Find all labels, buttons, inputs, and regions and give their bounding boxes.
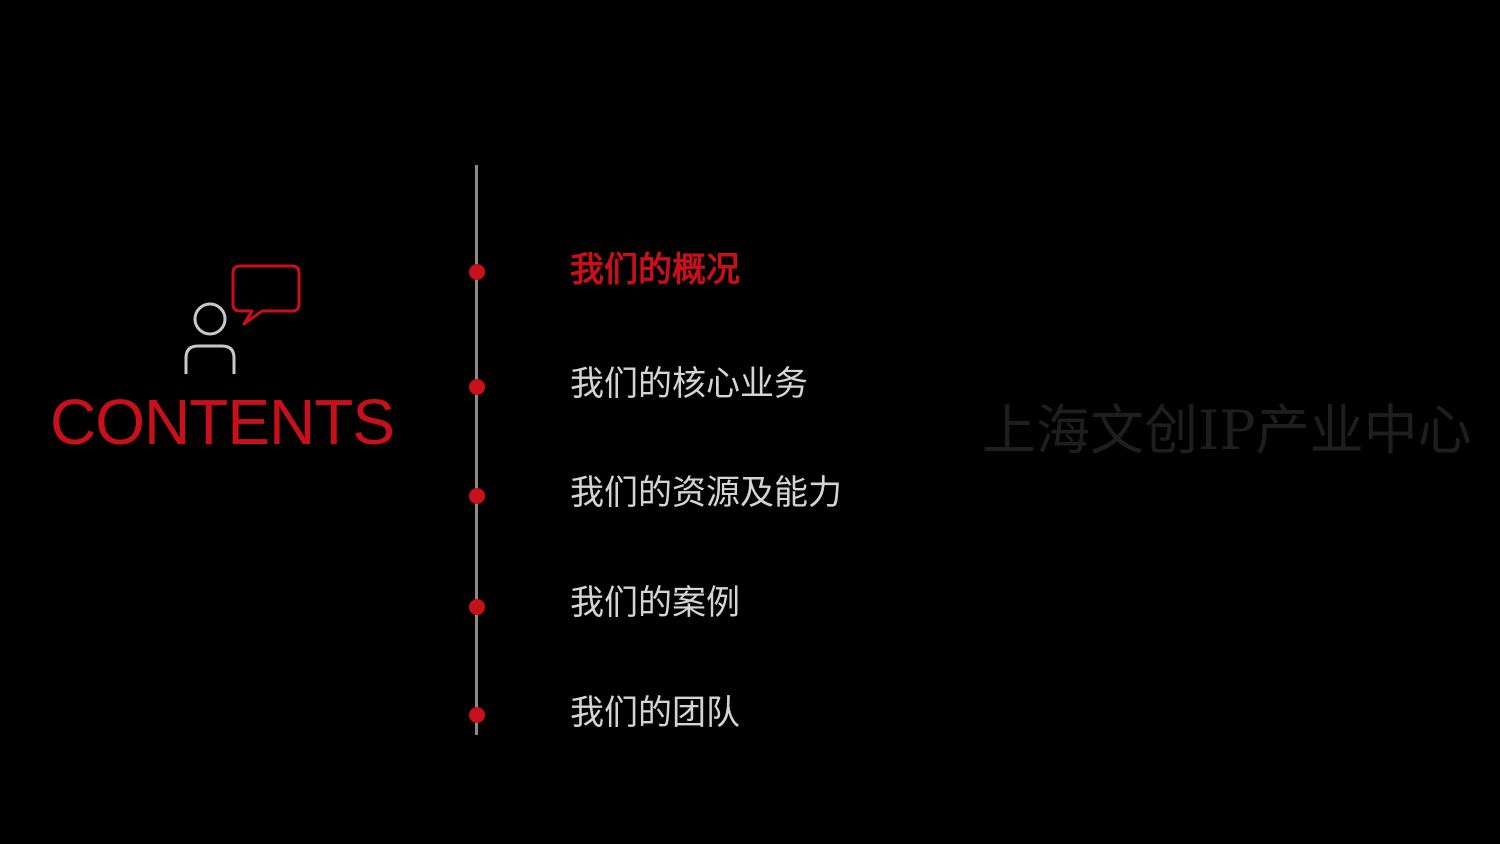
toc-label[interactable]: 我们的资源及能力 (570, 473, 842, 513)
toc-label[interactable]: 我们的团队 (570, 693, 740, 733)
person-speech-icon (184, 264, 301, 374)
toc-label[interactable]: 我们的概况 (570, 250, 740, 290)
timeline-dot (469, 264, 485, 280)
toc-item-cases[interactable]: 我们的案例 (0, 579, 1000, 629)
toc-label[interactable]: 我们的核心业务 (570, 364, 808, 404)
toc-item-resources[interactable]: 我们的资源及能力 (0, 469, 1000, 519)
page-title: CONTENTS (50, 386, 395, 458)
timeline-line (475, 165, 478, 735)
toc-item-team[interactable]: 我们的团队 (0, 689, 1000, 739)
timeline-dot (469, 379, 485, 395)
toc-item-overview[interactable]: 我们的概况 (0, 246, 1000, 296)
toc-item-core-business[interactable]: 我们的核心业务 (0, 360, 1000, 410)
toc-label[interactable]: 我们的案例 (570, 583, 740, 623)
timeline-dot (469, 599, 485, 615)
timeline-dot (469, 488, 485, 504)
timeline-dot (469, 707, 485, 723)
watermark-text: 上海文创IP产业中心 (982, 399, 1472, 462)
